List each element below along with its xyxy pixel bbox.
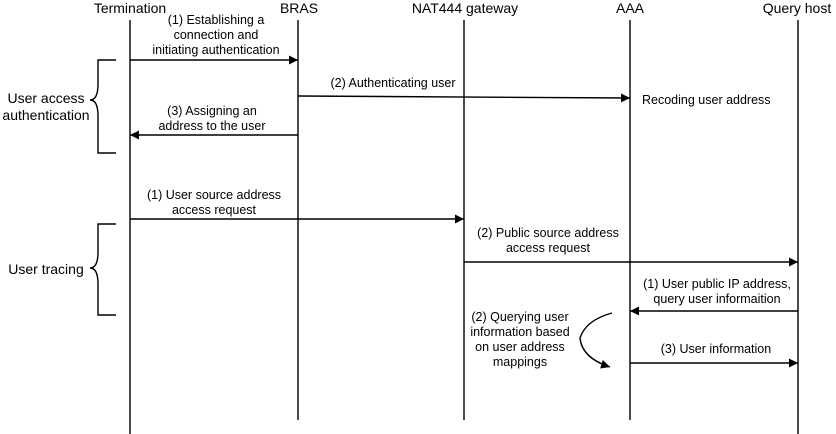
message-5-line2: access request (506, 241, 591, 255)
message-1-line3: initiating authentication (152, 43, 279, 57)
phase-bracket-tracing (89, 223, 116, 316)
phase-label-tracing: User tracing (8, 261, 83, 277)
message-3-line2: address to the user (158, 119, 265, 133)
message-3-line1: (3) Assigning an (167, 104, 257, 118)
participant-aaa: AAA (616, 0, 645, 16)
participant-nat444-gateway: NAT444 gateway (412, 0, 518, 16)
participant-termination: Termination (94, 0, 166, 16)
phase-label-access-line1: User access (7, 90, 84, 106)
note-querying-line3: on user address (475, 340, 565, 354)
note-querying-line4: mappings (493, 355, 547, 369)
message-5-line1: (2) Public source address (477, 226, 619, 240)
participant-bras: BRAS (280, 0, 318, 16)
note-querying-line1: (2) Querying user (471, 310, 568, 324)
message-2-label: (2) Authenticating user (330, 76, 455, 90)
participant-query-host: Query host (763, 0, 832, 16)
message-1-line1: (1) Establishing a (168, 13, 265, 27)
message-6-line1: (1) User public IP address, (643, 277, 791, 291)
phase-label-access-line2: authentication (2, 107, 89, 123)
self-loop-arrow (579, 312, 613, 369)
message-4-line1: (1) User source address (147, 188, 281, 202)
message-7-label: (3) User information (661, 342, 771, 356)
phase-bracket-access (89, 59, 116, 154)
message-1-line2: connection and (174, 28, 259, 42)
message-4-line2: access request (172, 203, 257, 217)
message-6-line2: query user informaition (653, 292, 780, 306)
note-recoding-user-address: Recoding user address (642, 93, 771, 107)
note-querying-line2: information based (470, 325, 569, 339)
message-2-arrow (297, 93, 631, 103)
